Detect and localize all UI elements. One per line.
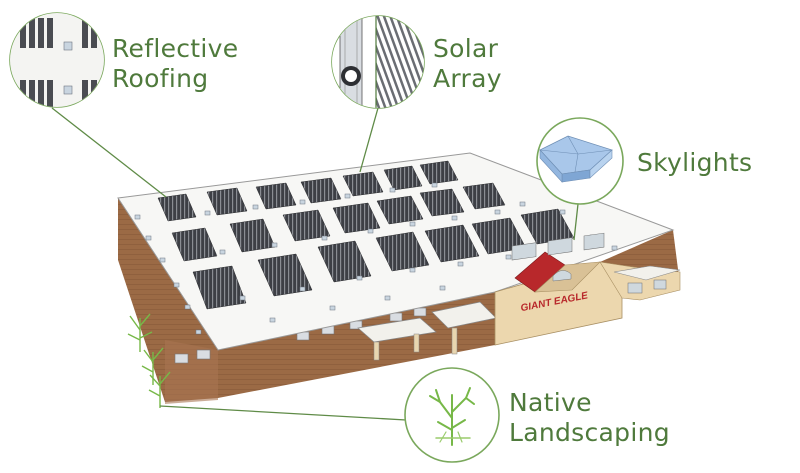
solar-array-label: Solar Array	[433, 34, 502, 94]
native-landscaping-line2: Landscaping	[509, 418, 670, 447]
storefront: GIANT EAGLE	[494, 232, 681, 346]
reflective-roofing-line2: Roofing	[112, 64, 209, 93]
roof-vents-icon	[10, 13, 104, 107]
native-landscaping-callout	[404, 367, 500, 463]
solar-panel-icon	[332, 16, 424, 108]
skylights-label: Skylights	[637, 148, 752, 178]
reflective-roofing-callout	[9, 12, 105, 108]
roof-vents	[134, 182, 618, 335]
solar-array-callout	[331, 15, 425, 109]
reflective-roofing-label: Reflective Roofing	[112, 34, 238, 94]
skylight-icon	[539, 135, 613, 183]
leader-lines	[51, 107, 579, 421]
native-landscaping-label: Native Landscaping	[509, 388, 670, 448]
front-wall	[218, 292, 495, 398]
native-plants	[127, 313, 171, 408]
native-landscaping-line1: Native	[509, 388, 592, 417]
reflective-roofing-line1: Reflective	[112, 34, 239, 63]
plant-icon	[429, 387, 475, 446]
entrance-canopies	[357, 301, 497, 361]
skylights-callout	[536, 117, 624, 205]
solar-panels	[157, 160, 575, 310]
building-walls	[118, 198, 680, 404]
solar-array-line1: Solar	[433, 34, 499, 63]
skylights-line1: Skylights	[637, 148, 753, 177]
solar-array-line2: Array	[433, 64, 502, 93]
